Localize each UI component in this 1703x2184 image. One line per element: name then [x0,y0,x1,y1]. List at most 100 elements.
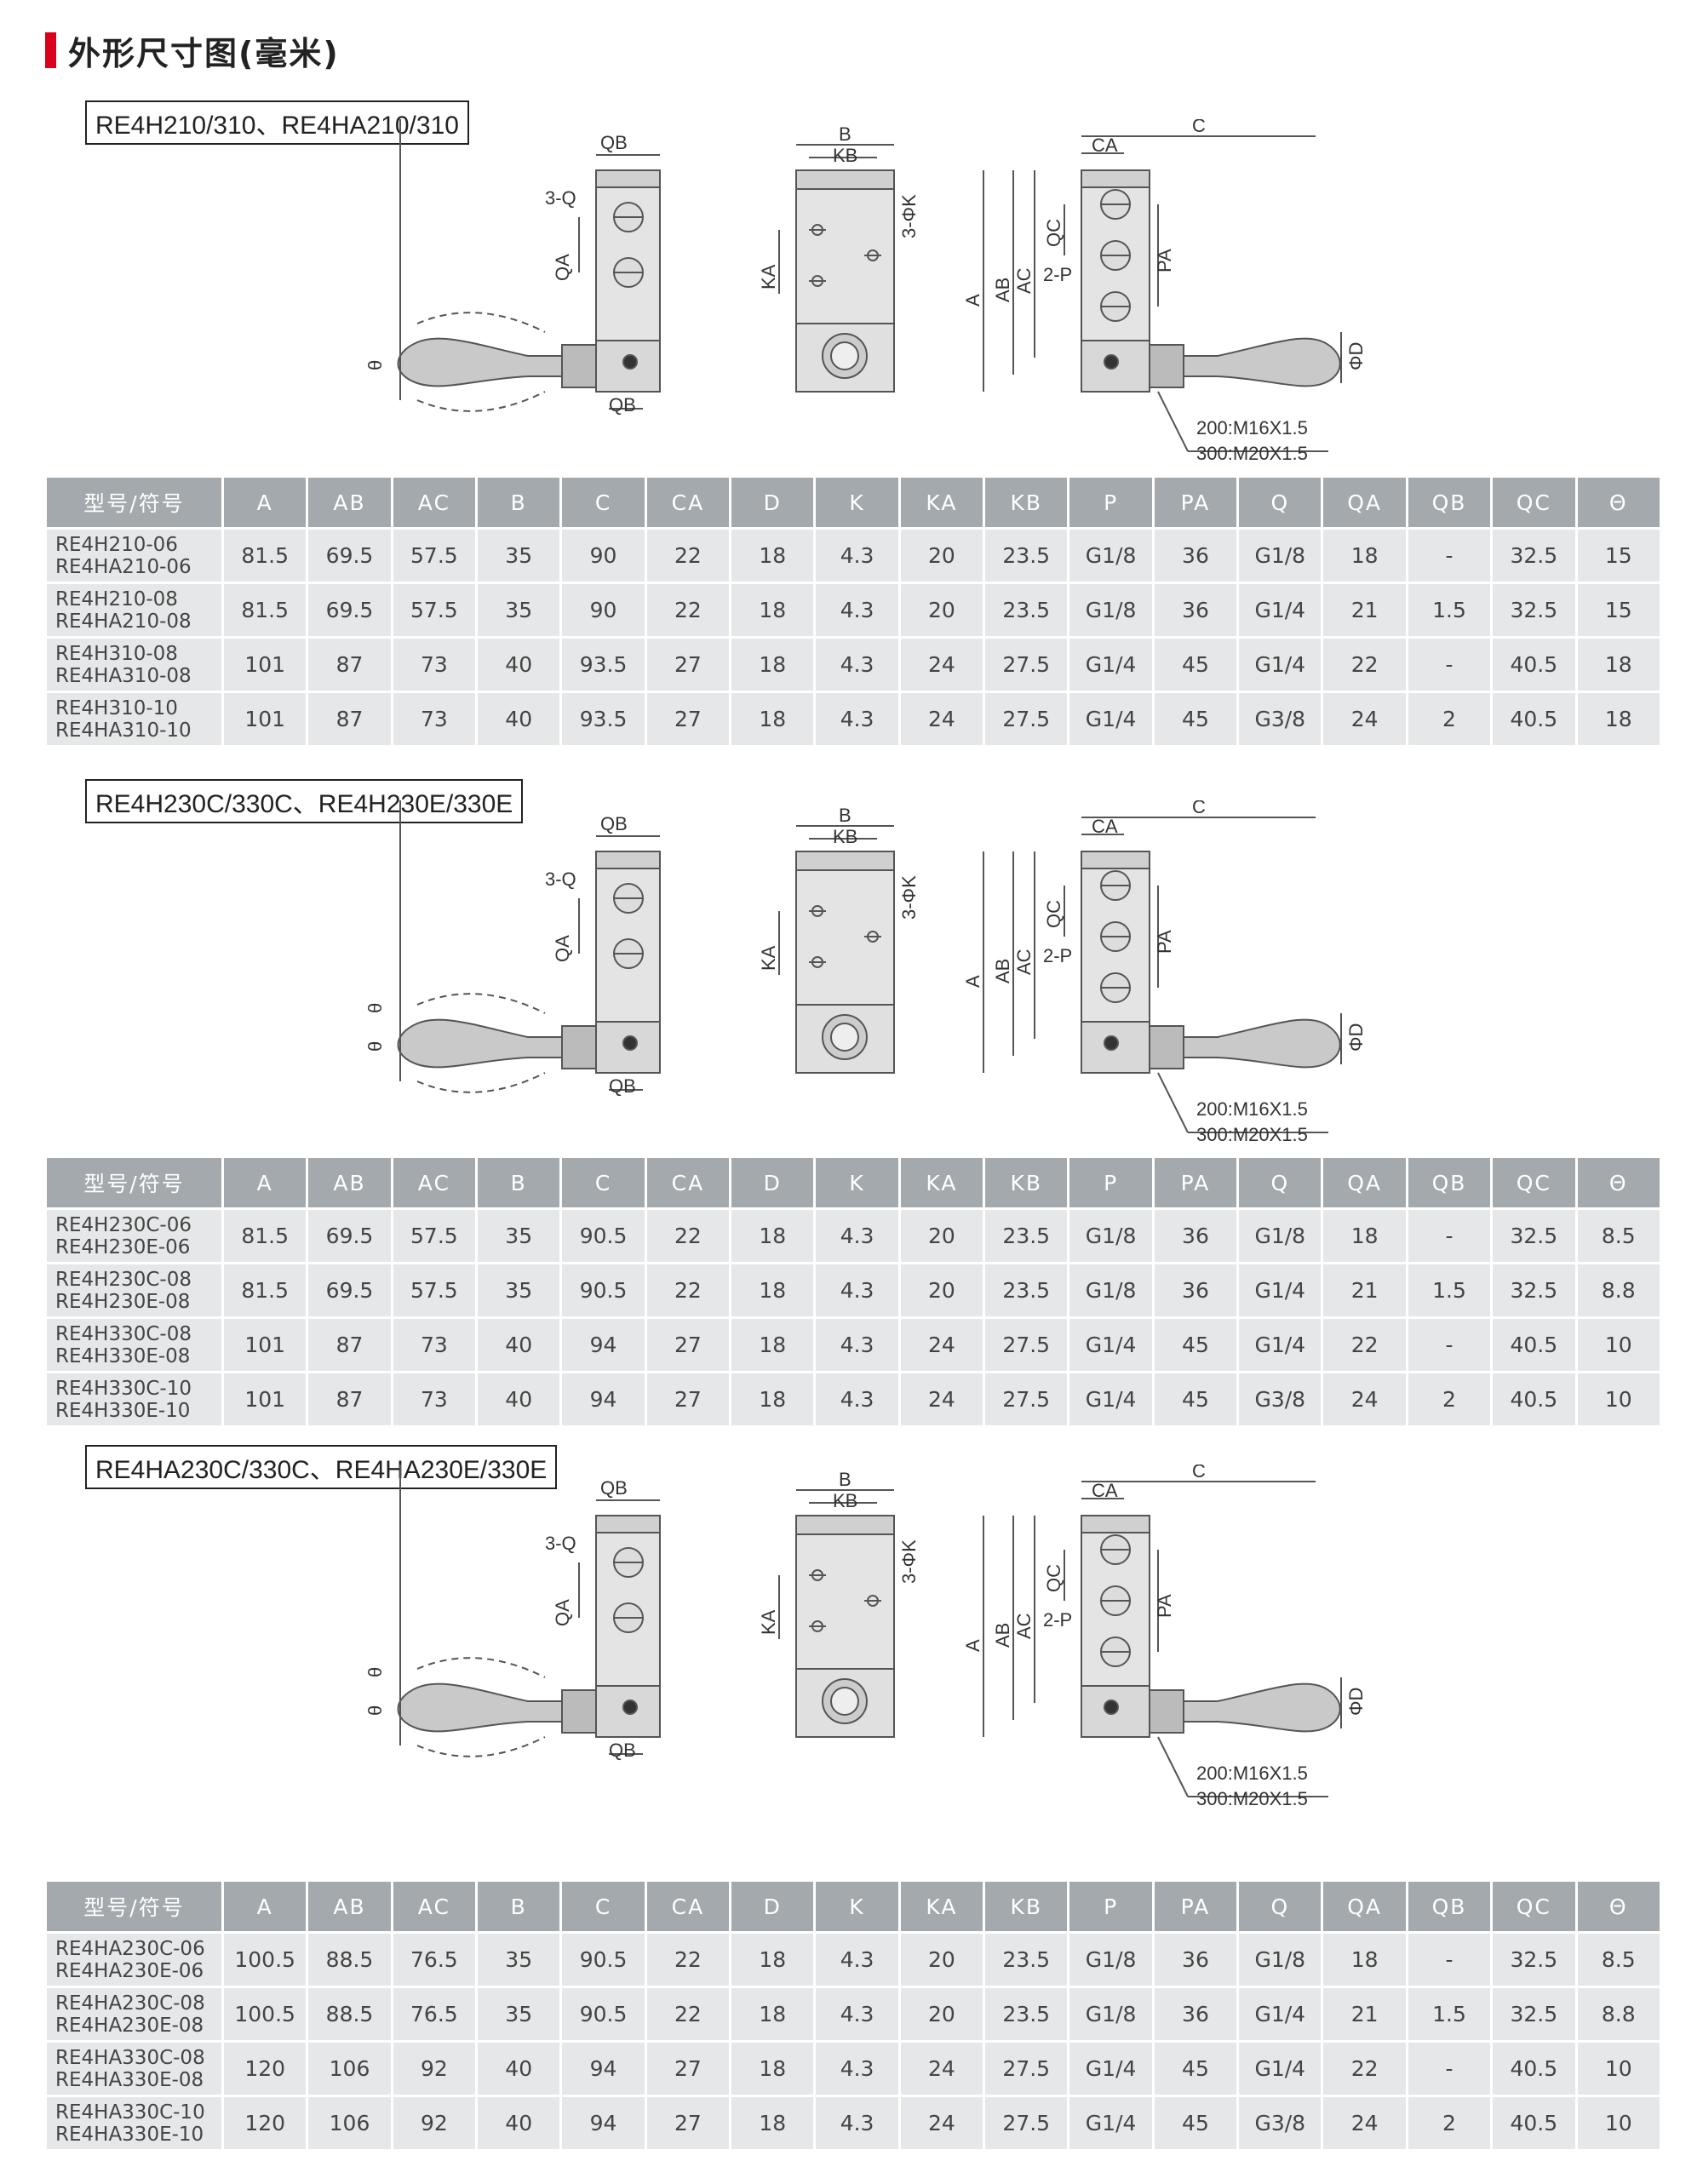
value-cell: 32.5 [1493,1264,1575,1316]
handle-collar [561,1025,597,1069]
dim-label-theta: θ [364,1041,386,1052]
dim-label-qc: QC [1043,1564,1064,1592]
value-cell: 4.3 [816,1210,898,1262]
value-cell: 73 [393,639,476,691]
value-cell: 10 [1577,1319,1660,1371]
dim-label-ac: AC [1013,949,1035,975]
column-header: QA [1323,1158,1406,1207]
value-cell: 35 [478,1210,560,1262]
model-name: RE4H210-08 [55,588,178,610]
value-cell: 18 [731,530,814,582]
value-cell: 90.5 [562,1264,645,1316]
column-header: B [478,1158,560,1207]
value-cell: 106 [308,2097,391,2149]
value-cell: 81.5 [224,530,307,582]
value-cell: 88.5 [308,1934,391,1986]
value-cell: 22 [646,530,730,582]
value-cell: 4.3 [816,1319,898,1371]
value-cell: 40.5 [1493,639,1575,691]
value-cell: 4.3 [816,1373,898,1425]
dim-label-thread1: 200:M16X1.5 [1196,1763,1308,1784]
value-cell: 20 [900,584,983,636]
value-cell: 69.5 [308,1264,391,1316]
value-cell: 87 [308,1373,391,1425]
value-cell: 8.8 [1577,1264,1660,1316]
model-name: RE4H210-06 [55,533,178,556]
model-name: RE4HA330C-08 [55,2046,205,2069]
value-cell: 23.5 [985,1264,1068,1316]
model-name: RE4H330E-08 [55,1344,191,1367]
model-name: RE4HA330C-10 [55,2101,205,2124]
dim-label-qa: QA [552,935,573,962]
value-cell: 4.3 [816,1988,898,2040]
value-cell: 40 [478,1319,560,1371]
value-cell: 40.5 [1493,1319,1575,1371]
value-cell: 88.5 [308,1988,391,2040]
value-cell: 69.5 [308,584,391,636]
value-cell: 24 [900,693,983,745]
value-cell: 81.5 [224,1210,307,1262]
dim-label-k3: 3-ΦK [898,194,920,238]
column-header: QB [1408,1158,1491,1207]
value-cell: 40 [478,639,560,691]
value-cell: 24 [1323,1373,1406,1425]
value-cell: 94 [562,2043,645,2095]
value-cell: 4.3 [816,2097,898,2149]
value-cell: G1/4 [1239,1264,1322,1316]
column-header: P [1069,1882,1152,1931]
value-cell: 32.5 [1493,1934,1575,1986]
value-cell: 8.5 [1577,1210,1660,1262]
value-cell: 20 [900,530,983,582]
dim-label-ab: AB [992,959,1013,983]
value-cell: 4.3 [816,584,898,636]
dim-label-theta: θ [364,1705,386,1716]
value-cell: 27 [646,2097,730,2149]
value-cell: 45 [1154,1319,1237,1371]
value-cell: 15 [1577,584,1660,636]
dim-label-d: ΦD [1345,342,1367,370]
value-cell: 101 [224,639,307,691]
value-cell: 24 [1323,693,1406,745]
column-header: AB [308,478,391,527]
model-name: RE4HA330E-08 [55,2068,204,2091]
value-cell: 40.5 [1493,2097,1575,2149]
value-cell: 45 [1154,639,1237,691]
value-cell: 24 [900,1373,983,1425]
value-cell: 45 [1154,2097,1237,2149]
model-name: RE4H310-10 [55,696,178,719]
value-cell: 45 [1154,1373,1237,1425]
value-cell: 57.5 [393,1264,476,1316]
value-cell: G1/8 [1069,530,1152,582]
value-cell: G1/8 [1239,1934,1322,1986]
value-cell: - [1408,1319,1491,1371]
model-name: RE4H330C-08 [55,1322,192,1345]
dim-label-qb: QB [609,394,636,416]
model-name: RE4H310-08 [55,642,178,665]
value-cell: 18 [731,584,814,636]
dim-label-pa: PA [1154,249,1175,272]
handle-collar [1149,344,1184,388]
column-header: B [478,478,560,527]
handle-lever [1183,337,1341,387]
section-label: RE4HA230C/330C、RE4HA230E/330E [85,1445,558,1489]
value-cell: 36 [1154,584,1237,636]
dim-label-c: C [1192,1465,1206,1482]
value-cell: 27 [646,2043,730,2095]
column-header: QA [1323,1882,1406,1931]
dim-label-thread2: 300:M20X1.5 [1196,1788,1308,1809]
value-cell: 73 [393,693,476,745]
value-cell: 45 [1154,2043,1237,2095]
value-cell: 27.5 [985,1319,1068,1371]
value-cell: 57.5 [393,530,476,582]
dim-label-kb: KB [833,826,857,847]
value-cell: 22 [646,1210,730,1262]
value-cell: 27.5 [985,2097,1068,2149]
value-cell: 40.5 [1493,693,1575,745]
value-cell: 106 [308,2043,391,2095]
dim-label-ka: KA [758,264,779,289]
